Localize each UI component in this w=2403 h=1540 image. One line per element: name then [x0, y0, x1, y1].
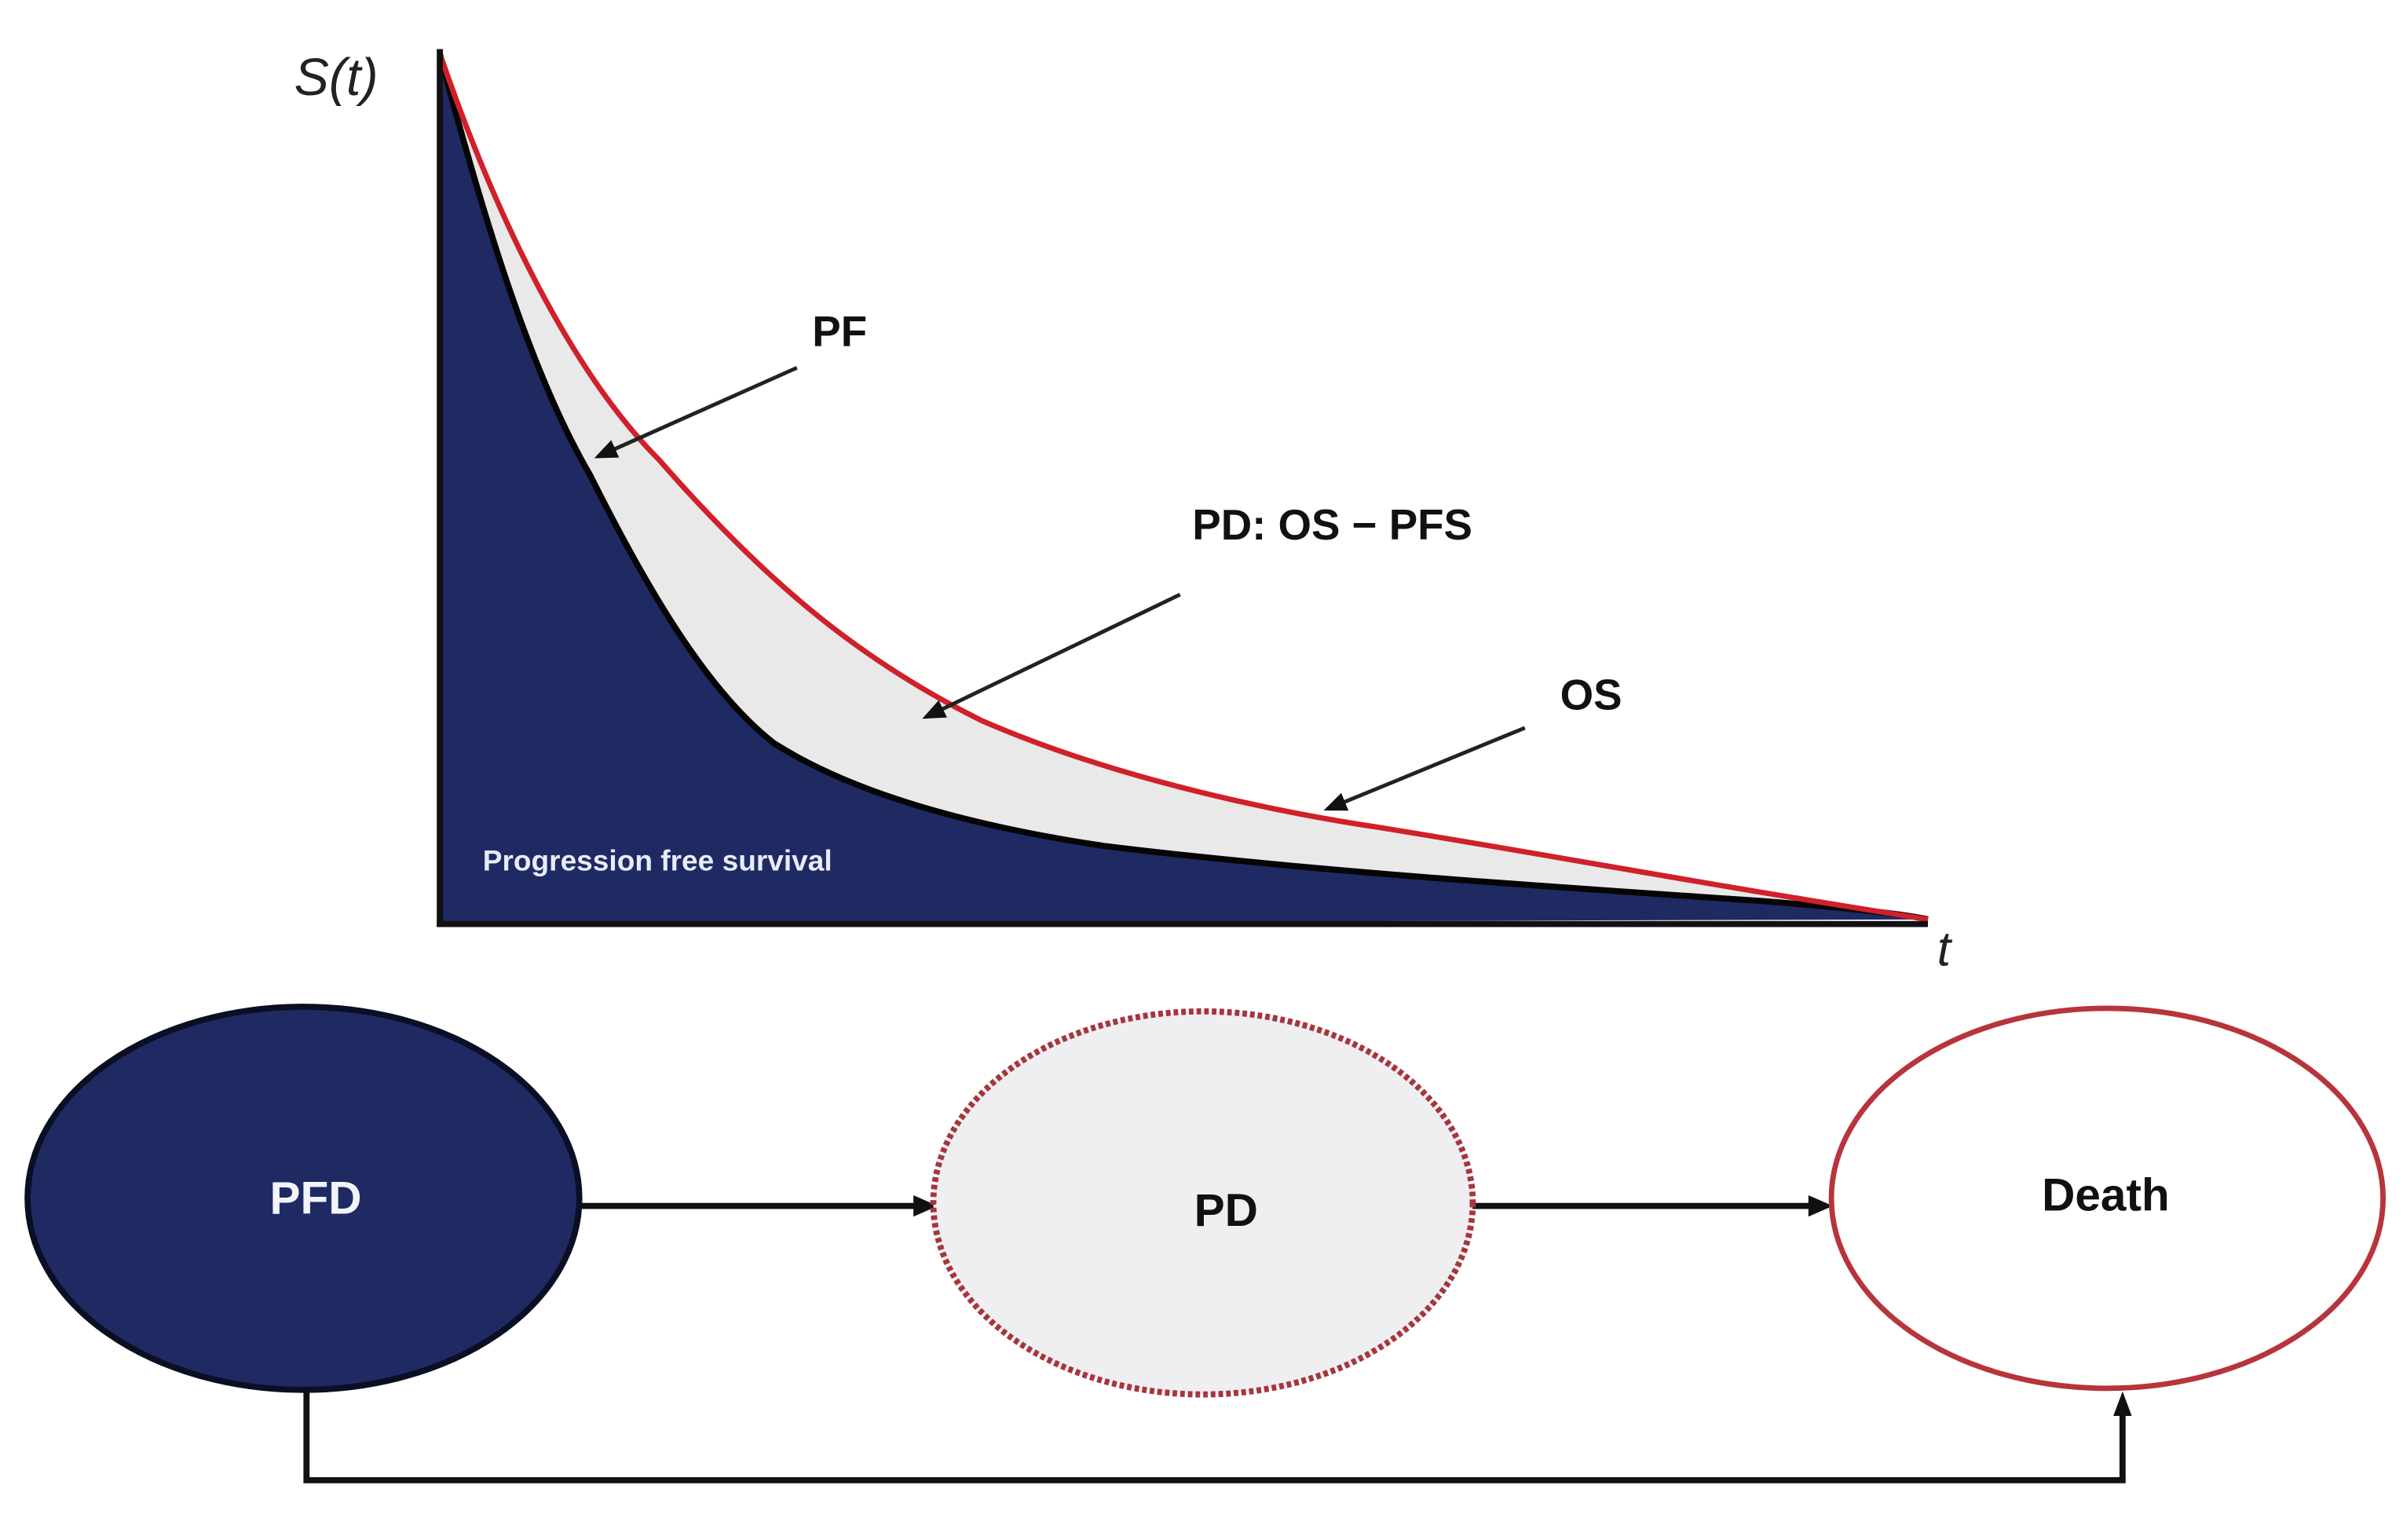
pd-to-death-arrowhead — [1808, 1194, 1834, 1217]
pd-state-label: PD — [1194, 1185, 1258, 1236]
pf-label: PF — [812, 308, 867, 356]
pfd-label: PFD — [269, 1172, 361, 1224]
state-pd: PD — [930, 1008, 1476, 1398]
survival-chart: S(t) t PF PD: OS − PFS OS Progression fr… — [294, 49, 1953, 976]
pd-arrow — [922, 592, 1181, 719]
state-diagram: PFD PD Death — [24, 1004, 2387, 1483]
state-pfd: PFD — [24, 1004, 583, 1393]
os-arrow — [1323, 726, 1526, 811]
pfs-area-label: Progression free survival — [483, 843, 832, 876]
os-label: OS — [1560, 671, 1622, 719]
pd-label: PD: OS − PFS — [1192, 501, 1472, 549]
pd-area — [440, 53, 1929, 924]
os-curve — [437, 53, 1929, 923]
x-axis-label: t — [1937, 921, 1953, 976]
pfd-to-pd-arrowhead — [913, 1194, 938, 1217]
y-axis-label: S(t) — [294, 49, 379, 107]
pfd-to-death-connector — [303, 1389, 2126, 1483]
pfs-curve — [437, 53, 1929, 923]
state-death: Death — [1828, 1005, 2387, 1392]
death-ellipse — [1828, 1005, 2387, 1392]
pd-ellipse — [930, 1008, 1476, 1398]
pf-arrow — [594, 366, 798, 459]
pfd-ellipse — [24, 1004, 583, 1393]
pfd-to-death-arrowhead — [2113, 1391, 2132, 1416]
pfs-area — [440, 53, 1929, 924]
death-label: Death — [2042, 1169, 2170, 1220]
